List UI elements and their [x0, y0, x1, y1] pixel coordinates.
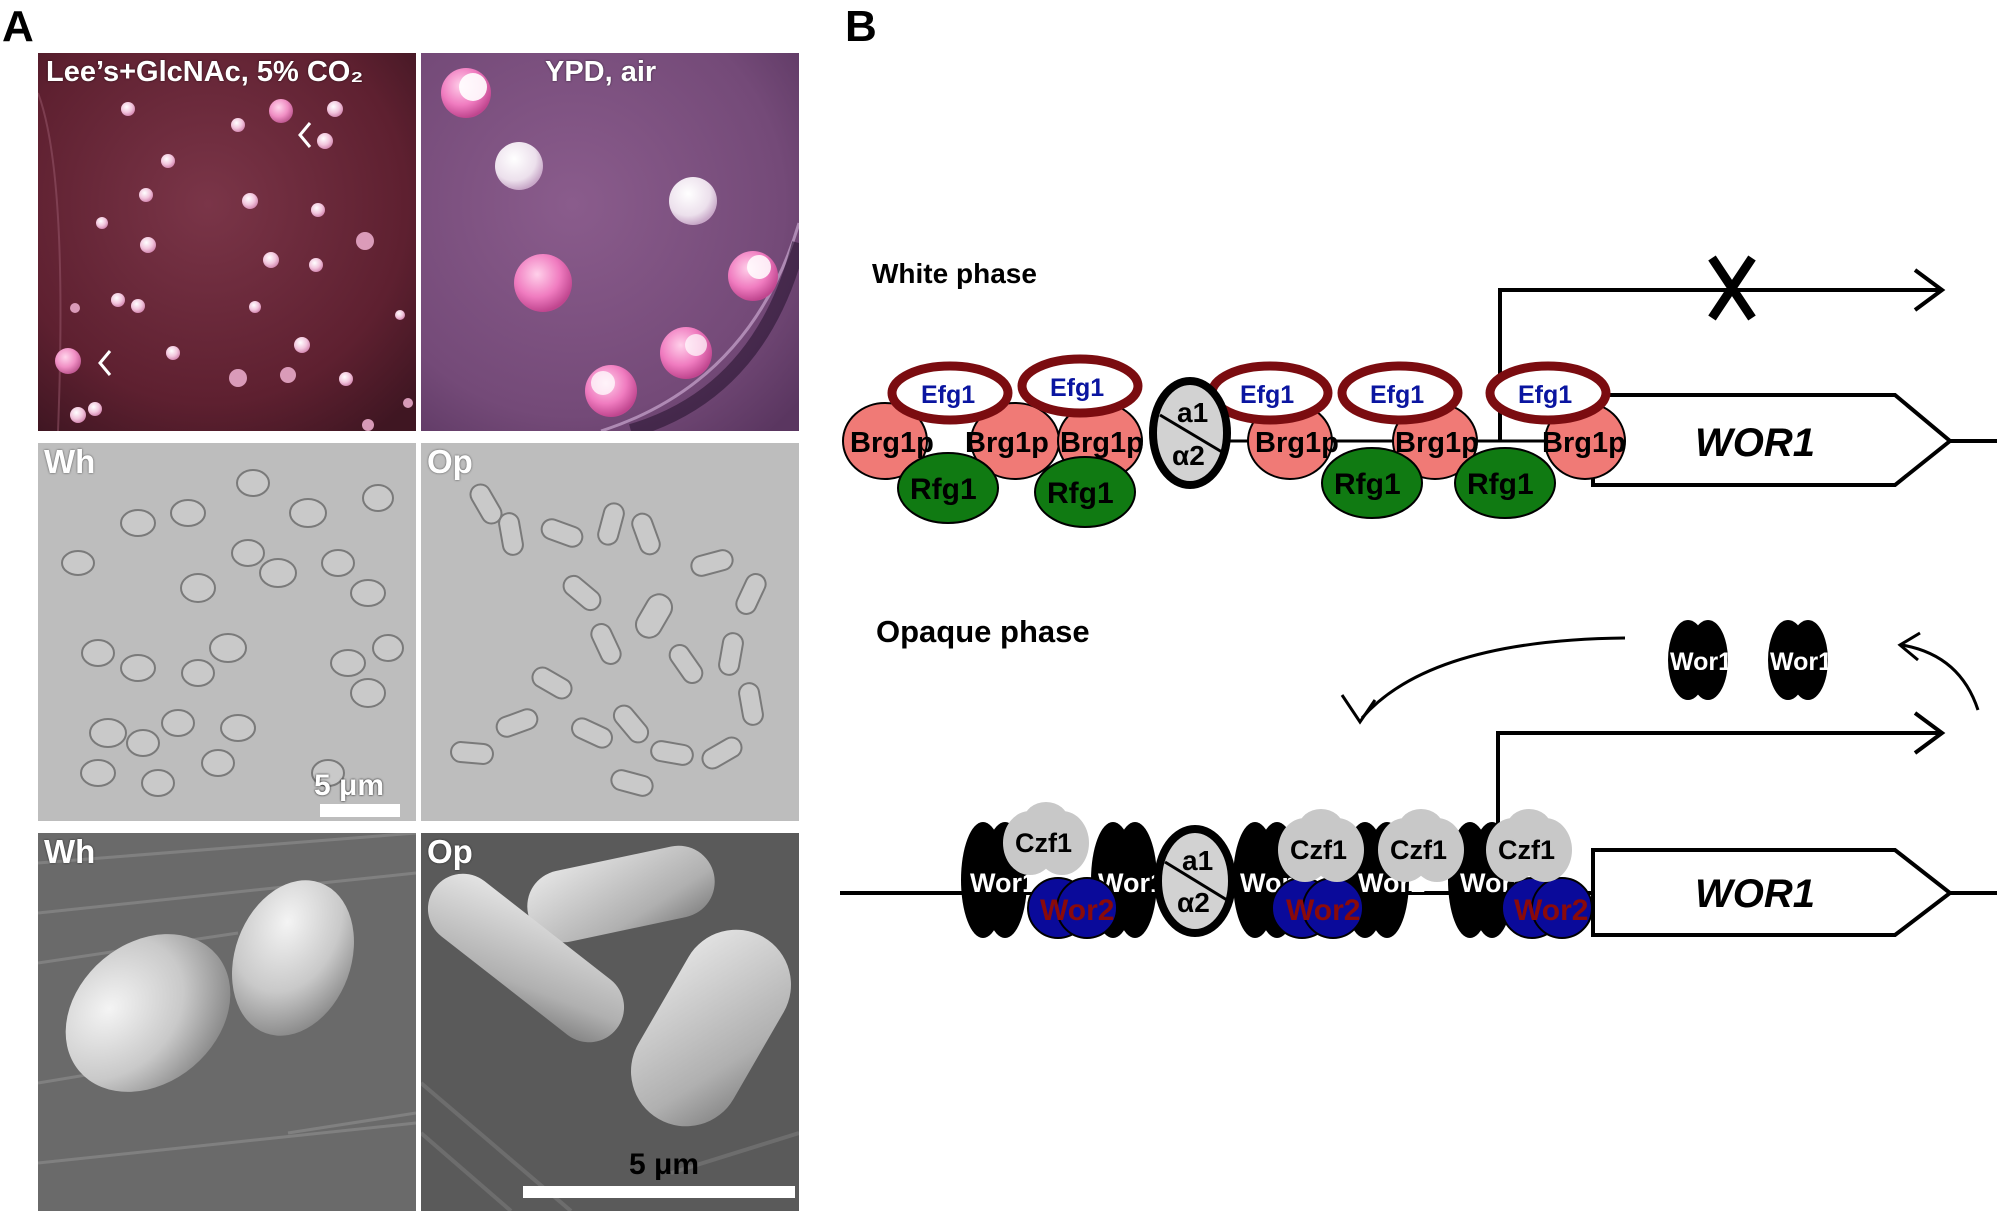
panel-b-label: B — [845, 2, 877, 51]
czf1-label: Czf1 — [1290, 835, 1347, 865]
sem-photo-opaque-cells: Op 5 μm — [421, 833, 799, 1211]
white-wor1-gene-label: WOR1 — [1695, 421, 1815, 465]
opaque-phase-title: Opaque phase — [876, 614, 1090, 649]
white-brg1p-label: Brg1p — [1060, 427, 1144, 459]
sem-right-caption: Op — [427, 833, 473, 870]
dic-scale-bar — [320, 804, 400, 817]
white-rfg1-label: Rfg1 — [1467, 468, 1534, 501]
white-efg1-label: Efg1 — [921, 381, 975, 409]
white-a1-alpha2-heterodimer — [1149, 377, 1231, 489]
white-rfg1-label: Rfg1 — [1047, 477, 1114, 510]
opaque-wor1-gene-box — [1591, 848, 1954, 937]
dic-right-caption: Op — [427, 443, 473, 480]
dic-scale-text: 5 μm — [314, 769, 385, 802]
feedback-arrow-left — [1360, 636, 1626, 719]
white-efg1-label: Efg1 — [1050, 374, 1104, 402]
dic-photo-opaque-cells: Op — [421, 443, 799, 821]
wor2-label: Wor2 — [1040, 894, 1114, 927]
sem-left-caption: Wh — [44, 833, 96, 870]
dic-photo-white-cells: Wh 5 μm — [38, 443, 416, 821]
free-wor1-dimer — [1668, 620, 1828, 700]
czf1-group — [1003, 802, 1572, 882]
white-phase-title: White phase — [872, 258, 1037, 289]
dic-left-caption: Wh — [44, 443, 96, 480]
sem-scale-bar — [523, 1186, 795, 1198]
free-wor1-label: Wor1 — [1770, 648, 1832, 676]
wor2-label: Wor2 — [1514, 894, 1588, 927]
white-brg1p-label: Brg1p — [1255, 427, 1339, 459]
opaque-arrow-head — [1913, 711, 1946, 755]
white-efg1-group — [887, 354, 1611, 425]
feedback-arrow-right-head — [1897, 631, 1921, 662]
white-efg1-label: Efg1 — [1240, 381, 1294, 409]
plate-left-caption: Lee’s+GlcNAc, 5% CO₂ — [46, 56, 364, 88]
white-rfg1-label: Rfg1 — [910, 473, 977, 506]
wor2-label: Wor2 — [1286, 894, 1360, 927]
plate-right-caption: YPD, air — [545, 56, 657, 88]
feedback-arrow-right — [1901, 643, 1980, 711]
white-efg1-label: Efg1 — [1370, 381, 1424, 409]
white-efg1-label: Efg1 — [1518, 381, 1572, 409]
white-brg1p-label: Brg1p — [1542, 427, 1626, 459]
czf1-label: Czf1 — [1390, 835, 1447, 865]
blocked-x-icon — [1708, 255, 1756, 321]
white-a1-label: a1 — [1177, 397, 1208, 428]
sem-scale-text: 5 μm — [629, 1148, 700, 1181]
white-brg1p-label: Brg1p — [850, 427, 934, 459]
plate-photo-ypd-air: YPD, air — [421, 53, 799, 431]
opaque-a1-alpha2-heterodimer — [1154, 825, 1236, 937]
feedback-arrow-left-head — [1340, 694, 1377, 725]
white-alpha2-label: α2 — [1172, 440, 1205, 471]
white-brg1p-label: Brg1p — [1395, 427, 1479, 459]
opaque-wor1-gene-label: WOR1 — [1695, 872, 1815, 916]
czf1-label: Czf1 — [1498, 835, 1555, 865]
sem-photo-white-cells: Wh — [38, 833, 416, 1211]
white-arrow-head — [1913, 268, 1946, 312]
panel-a-label: A — [2, 2, 34, 51]
plate-photo-lees-glcnac: Lee’s+GlcNAc, 5% CO₂ — [38, 53, 416, 431]
white-rfg1-label: Rfg1 — [1334, 468, 1401, 501]
white-rfg1-group — [897, 447, 1556, 528]
wor2-group — [1027, 877, 1593, 939]
white-brg1p-label: Brg1p — [965, 427, 1049, 459]
free-wor1-label: Wor1 — [1670, 648, 1732, 676]
czf1-label: Czf1 — [1015, 828, 1072, 858]
opaque-a1-label: a1 — [1182, 845, 1213, 876]
opaque-alpha2-label: α2 — [1177, 887, 1210, 918]
